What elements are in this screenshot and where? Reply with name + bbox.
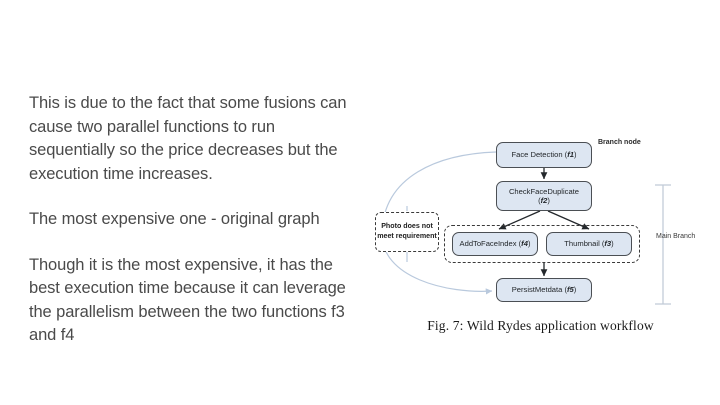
node-f4-label: AddToFaceIndex (f4) xyxy=(459,239,531,249)
figure-caption: Fig. 7: Wild Rydes application workflow xyxy=(427,318,654,333)
paragraph-2: The most expensive one - original graph xyxy=(29,210,320,228)
node-persist-metadata[interactable]: PersistMetdata (f5) xyxy=(496,278,592,302)
node-thumbnail[interactable]: Thumbnail (f3) xyxy=(546,232,632,256)
callout-photo-requirement: Photo does not meet requirement xyxy=(375,212,439,252)
label-branch-node: Branch node xyxy=(598,139,641,146)
label-main-branch: Main Branch xyxy=(656,233,696,240)
node-f3-label: Thumbnail (f3) xyxy=(564,239,614,249)
node-face-detection[interactable]: Face Detection (f1) xyxy=(496,142,592,168)
node-f1-label: Face Detection (f1) xyxy=(511,150,577,160)
node-check-face-duplicate[interactable]: CheckFaceDuplicate(f2) xyxy=(496,181,592,211)
workflow-figure: Face Detection (f1) CheckFaceDuplicate(f… xyxy=(368,128,713,343)
paragraph-3: Though it is the most expensive, it has … xyxy=(29,255,346,345)
node-f2-label: CheckFaceDuplicate(f2) xyxy=(508,186,580,205)
paragraph-1: This is due to the fact that some fusion… xyxy=(29,94,347,183)
parallel-branch-group xyxy=(444,225,640,263)
edge-f2-to-f3 xyxy=(547,210,590,230)
node-add-to-face-index[interactable]: AddToFaceIndex (f4) xyxy=(452,232,538,256)
edge-f2-to-f4 xyxy=(498,210,541,230)
workflow-diagram: Face Detection (f1) CheckFaceDuplicate(f… xyxy=(368,128,713,316)
body-text-column: This is due to the fact that some fusion… xyxy=(29,92,359,348)
node-f5-label: PersistMetdata (f5) xyxy=(511,285,577,295)
